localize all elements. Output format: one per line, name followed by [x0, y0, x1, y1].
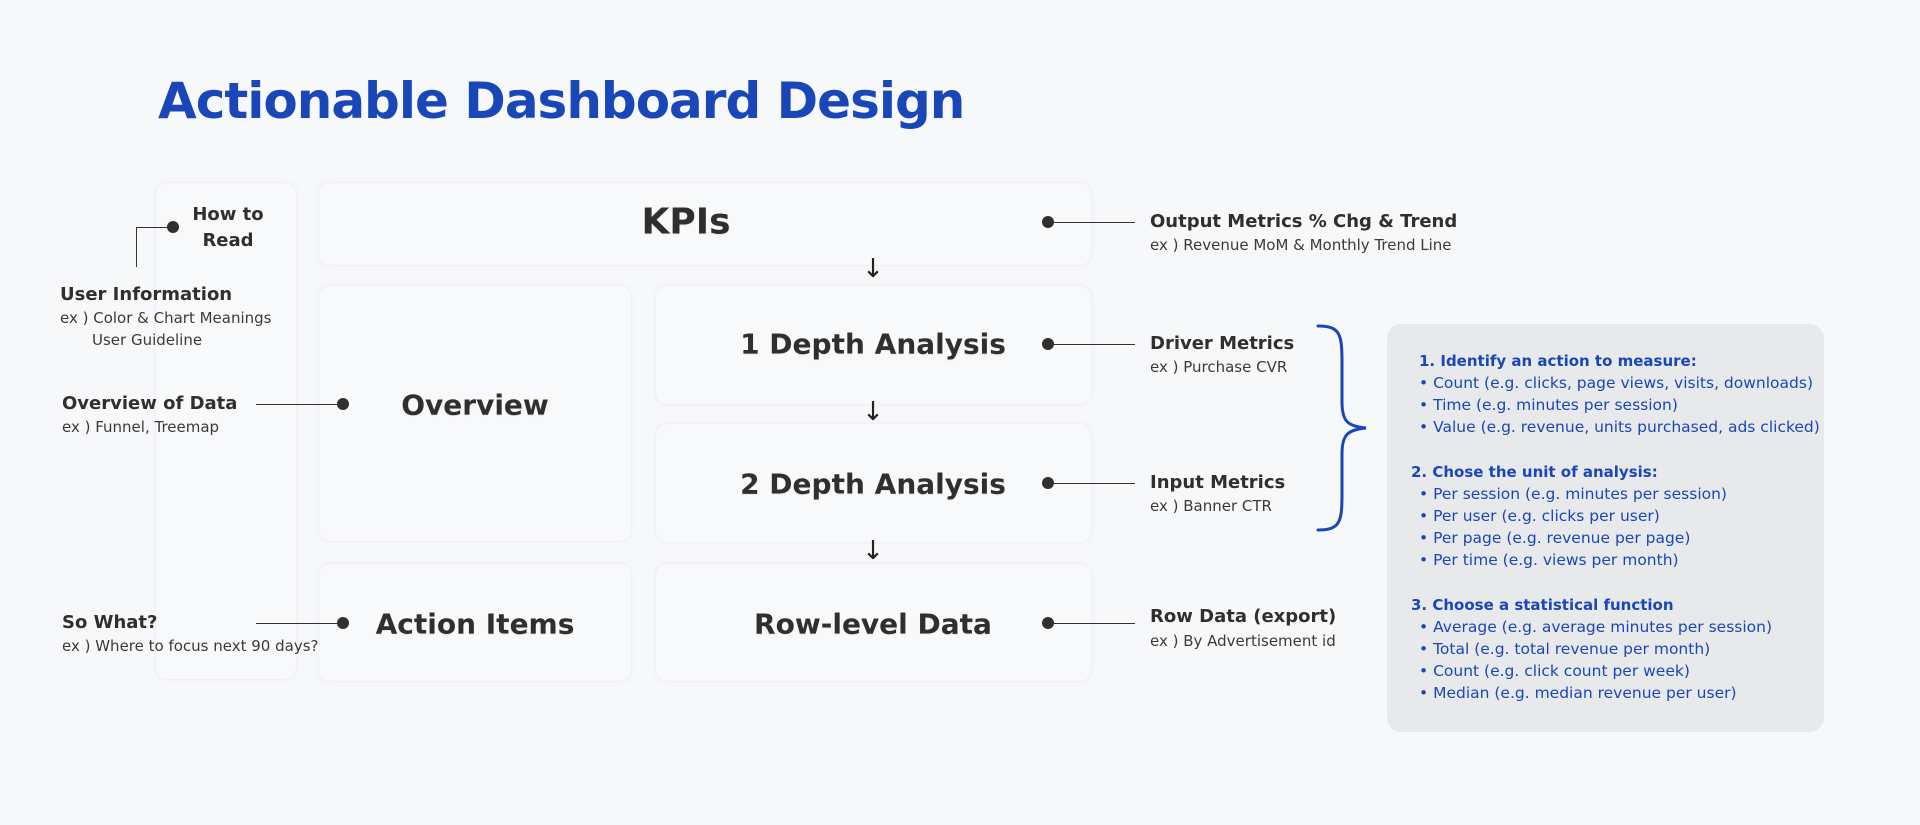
arrow-down-icon: ↓ — [862, 536, 884, 566]
connector-dot — [337, 398, 349, 410]
guide-bullet: • Total (e.g. total revenue per month) — [1419, 640, 1711, 658]
connector-line — [136, 227, 137, 267]
driver-metrics-title: Driver Metrics — [1150, 333, 1295, 354]
connector-line — [136, 227, 173, 228]
user-info-sub: ex ) Color & Chart Meanings — [60, 309, 272, 327]
row-level-panel — [655, 563, 1092, 682]
overview-title: Overview — [401, 388, 549, 422]
arrow-down-icon: ↓ — [862, 254, 884, 284]
so-what-title: So What? — [62, 612, 158, 633]
arrow-down-icon: ↓ — [862, 397, 884, 427]
connector-line — [1048, 623, 1135, 624]
guide-section-heading: 2. Chose the unit of analysis: — [1411, 463, 1658, 481]
output-metrics-title: Output Metrics % Chg & Trend — [1150, 211, 1458, 232]
overview-data-title: Overview of Data — [62, 393, 238, 414]
guide-bullet: • Per time (e.g. views per month) — [1419, 551, 1679, 569]
guide-bullet: • Value (e.g. revenue, units purchased, … — [1419, 418, 1820, 436]
so-what-sub: ex ) Where to focus next 90 days? — [62, 637, 319, 655]
how-to-read-panel — [155, 182, 297, 680]
connector-line — [1048, 222, 1135, 223]
depth2-title: 2 Depth Analysis — [740, 467, 1006, 501]
depth1-panel — [655, 285, 1092, 405]
row-data-title: Row Data (export) — [1150, 606, 1337, 627]
user-info-title: User Information — [60, 284, 233, 305]
guide-section-heading: 1. Identify an action to measure: — [1419, 352, 1697, 370]
driver-metrics-sub: ex ) Purchase CVR — [1150, 358, 1288, 376]
input-metrics-sub: ex ) Banner CTR — [1150, 497, 1272, 515]
output-metrics-sub: ex ) Revenue MoM & Monthly Trend Line — [1150, 236, 1452, 254]
page-title: Actionable Dashboard Design — [158, 72, 965, 130]
guide-bullet: • Per user (e.g. clicks per user) — [1419, 507, 1660, 525]
guide-bullet: • Per session (e.g. minutes per session) — [1419, 485, 1727, 503]
connector-line — [1048, 483, 1135, 484]
connector-dot — [337, 617, 349, 629]
row-level-title: Row-level Data — [754, 607, 992, 641]
connector-line — [256, 623, 343, 624]
depth1-title: 1 Depth Analysis — [740, 327, 1006, 361]
user-info-sub2: User Guideline — [92, 331, 203, 349]
guide-bullet: • Count (e.g. click count per week) — [1419, 662, 1690, 680]
connector-line — [1048, 344, 1135, 345]
overview-panel — [318, 285, 632, 542]
row-data-sub: ex ) By Advertisement id — [1150, 632, 1336, 650]
input-metrics-title: Input Metrics — [1150, 472, 1286, 493]
guide-bullet: • Median (e.g. median revenue per user) — [1419, 684, 1737, 702]
metrics-guide-box — [1387, 324, 1824, 732]
action-items-panel — [318, 563, 632, 682]
guide-bullet: • Average (e.g. average minutes per sess… — [1419, 618, 1773, 636]
connector-dot — [167, 221, 179, 233]
guide-section-heading: 3. Choose a statistical function — [1411, 596, 1674, 614]
depth2-panel — [655, 423, 1092, 543]
guide-bullet: • Time (e.g. minutes per session) — [1419, 396, 1678, 414]
overview-data-sub: ex ) Funnel, Treemap — [62, 418, 220, 436]
connector-line — [256, 404, 343, 405]
how-to-read-label: How to Read — [192, 204, 264, 251]
guide-bullet: • Count (e.g. clicks, page views, visits… — [1419, 374, 1814, 392]
guide-bullet: • Per page (e.g. revenue per page) — [1419, 529, 1691, 547]
action-items-title: Action Items — [375, 607, 575, 641]
curly-brace-icon — [1316, 324, 1367, 532]
kpis-title: KPIs — [641, 201, 731, 243]
kpis-panel — [318, 182, 1092, 266]
